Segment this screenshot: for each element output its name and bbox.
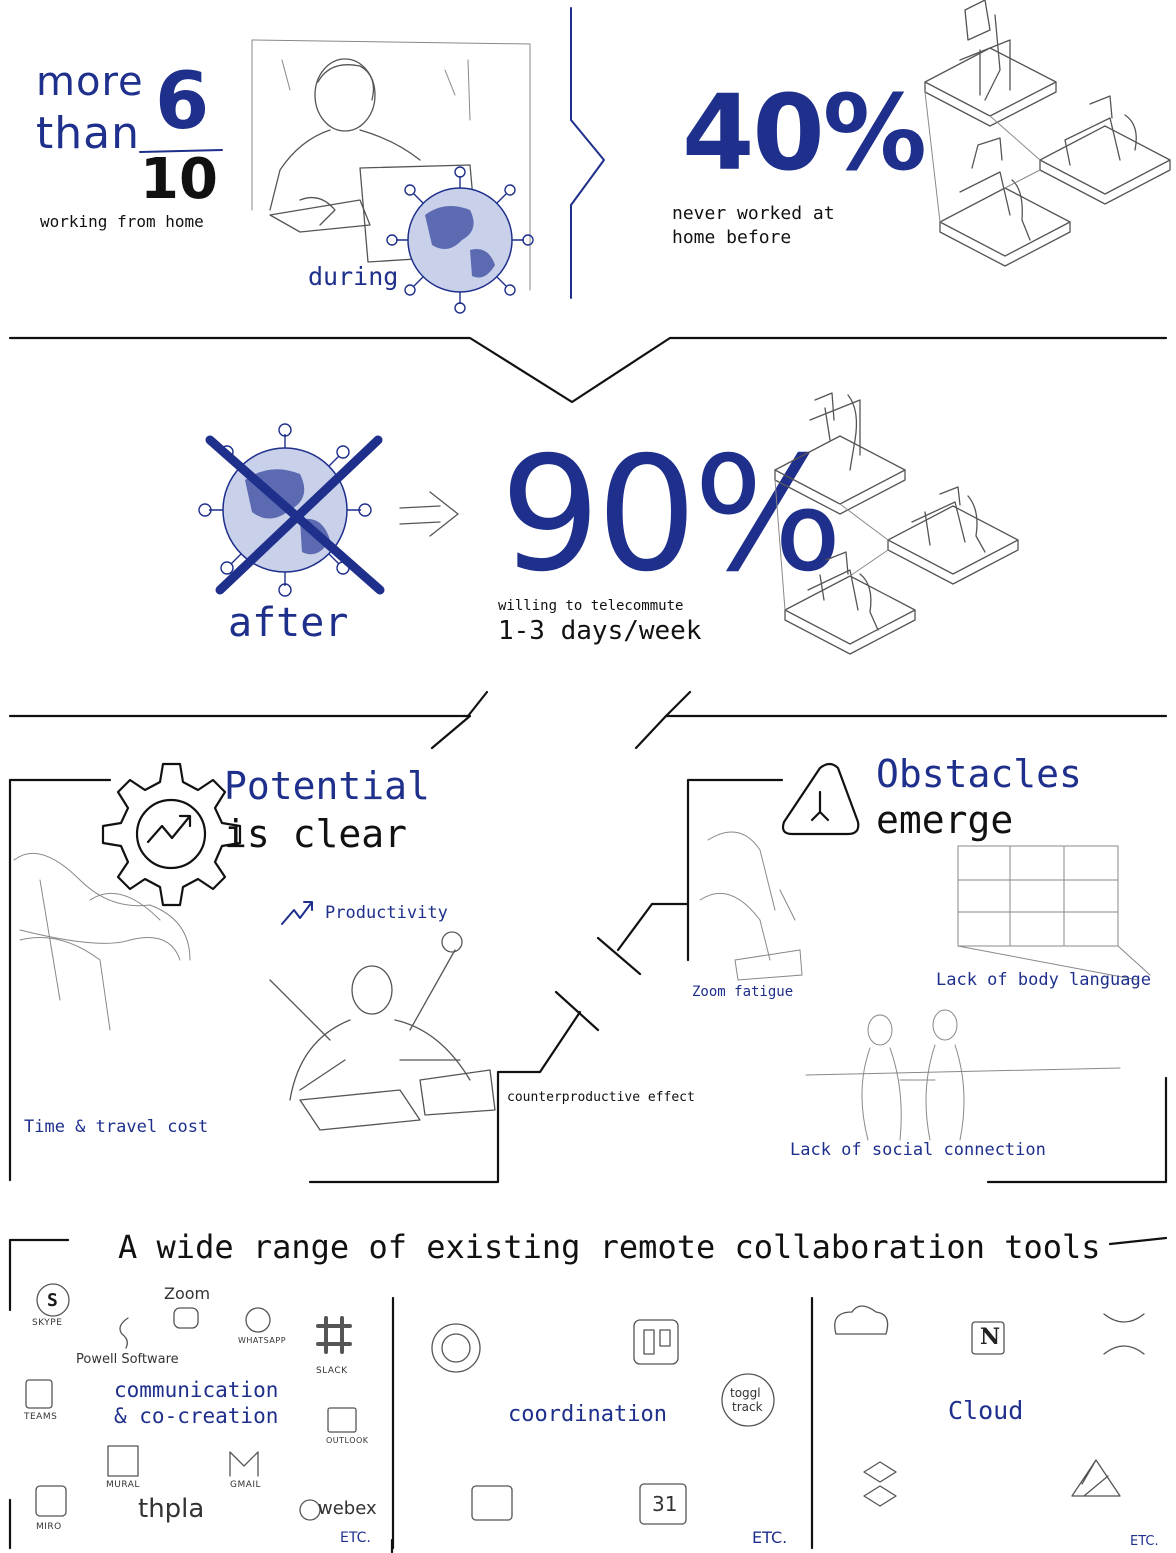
whatsapp-label: WHATSAPP xyxy=(238,1336,287,1345)
after-label: after xyxy=(228,600,349,646)
skype-s-glyph: S xyxy=(47,1290,58,1311)
body-language-label: Lack of body language xyxy=(936,970,1151,990)
powell-label: Powell Software xyxy=(76,1352,179,1367)
mural-label: MURAL xyxy=(106,1480,140,1490)
never-worked-line1: never worked at xyxy=(672,203,835,224)
percent-never-worked: 40% xyxy=(682,72,927,194)
chevron-divider xyxy=(570,7,605,299)
time-travel-label: Time & travel cost xyxy=(24,1117,209,1137)
etc-communication: ETC. xyxy=(340,1530,371,1546)
zoom-fatigue-label: Zoom fatigue xyxy=(692,984,794,1000)
notion-glyph: N xyxy=(980,1324,1001,1350)
zoom-label: Zoom xyxy=(164,1284,211,1303)
teams-label: TEAMS xyxy=(24,1412,58,1422)
never-worked-line2: home before xyxy=(672,227,792,248)
toggl-label-2: track xyxy=(732,1400,763,1414)
fraction-numerator: 6 xyxy=(155,57,210,147)
toggl-label-1: toggl xyxy=(730,1386,761,1400)
obstacles-title-line1: Obstacles xyxy=(876,752,1082,796)
slack-label: SLACK xyxy=(316,1366,348,1376)
tools-frame xyxy=(8,1238,70,1312)
willing-line2: 1-3 days/week xyxy=(498,616,702,646)
more-label: more xyxy=(36,59,144,105)
webex-label: webex xyxy=(318,1498,377,1519)
potential-frame xyxy=(8,778,112,1182)
skype-label: SKYPE xyxy=(32,1318,63,1328)
miro-label: MIRO xyxy=(36,1522,62,1532)
potential-title-line1: Potential xyxy=(224,764,430,808)
gmail-label: GMAIL xyxy=(230,1480,262,1490)
calendar-day-label: 31 xyxy=(652,1492,678,1516)
during-label: during xyxy=(308,262,399,291)
productivity-label: Productivity xyxy=(325,903,448,923)
than-label: than xyxy=(36,108,140,159)
obstacles-frame xyxy=(686,778,784,962)
social-connection-label: Lack of social connection xyxy=(790,1140,1046,1160)
v-divider-top xyxy=(8,336,1168,404)
fraction-denominator: 10 xyxy=(140,147,218,212)
counterproductive-label: counterproductive effect xyxy=(507,1090,695,1105)
percent-willing: 90% xyxy=(500,423,843,607)
communication-line2: & co-creation xyxy=(114,1404,279,1428)
communication-line1: communication xyxy=(114,1378,279,1402)
tools-title: A wide range of existing remote collabor… xyxy=(118,1228,1101,1266)
thpla-label: thpla xyxy=(138,1494,205,1524)
coordination-label: coordination xyxy=(508,1402,667,1427)
outlook-label: OUTLOOK xyxy=(326,1436,369,1445)
etc-cloud: ETC. xyxy=(1130,1534,1159,1549)
working-from-home-label: working from home xyxy=(40,212,204,231)
etc-coordination: ETC. xyxy=(752,1528,788,1547)
willing-line1: willing to telecommute xyxy=(498,598,684,614)
potential-title-line2: is clear xyxy=(224,812,408,856)
cloud-label: Cloud xyxy=(948,1396,1024,1425)
obstacles-title-line2: emerge xyxy=(876,798,1014,842)
